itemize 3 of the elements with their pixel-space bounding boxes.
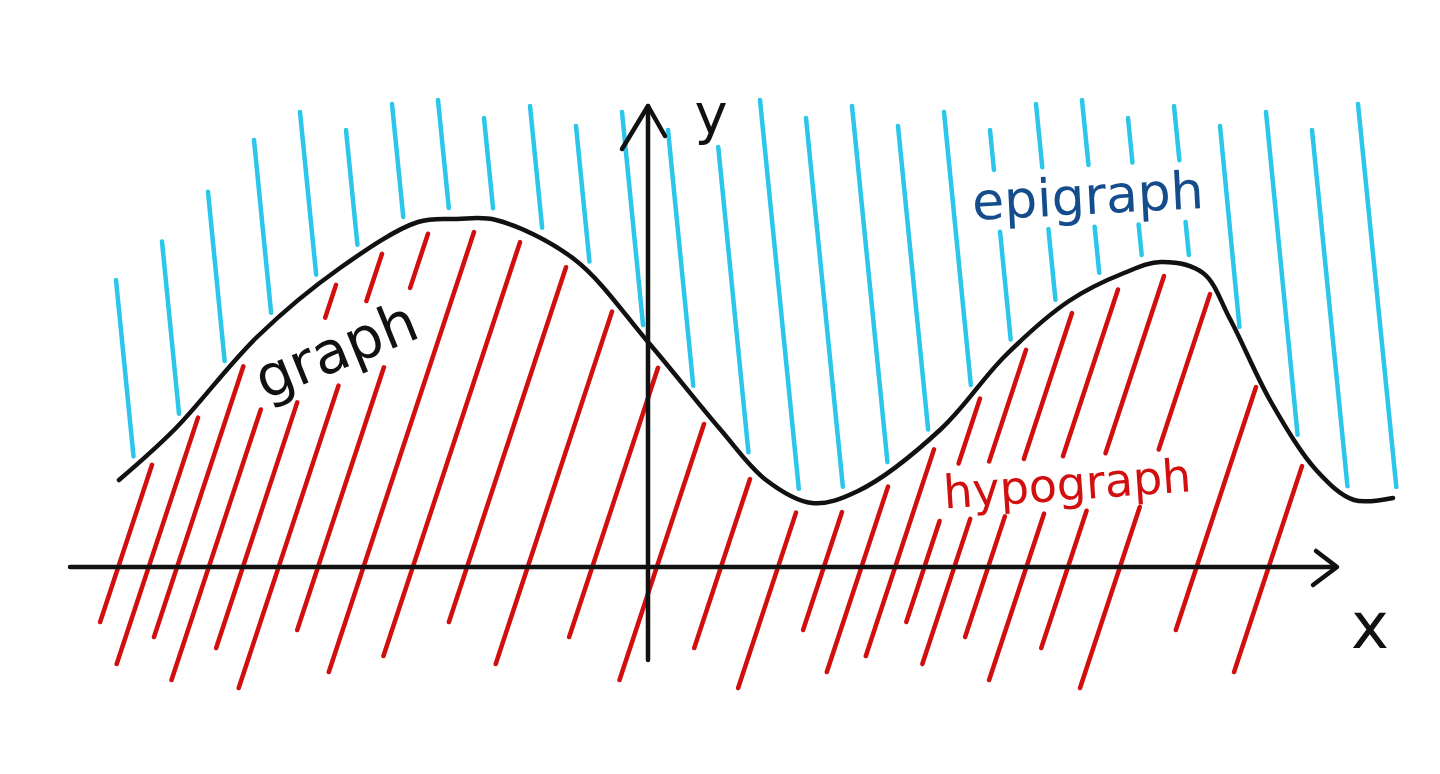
region-label: hypograph [941,452,1193,516]
axis-label: x [1351,594,1389,658]
region-label: epigraph [970,163,1205,229]
